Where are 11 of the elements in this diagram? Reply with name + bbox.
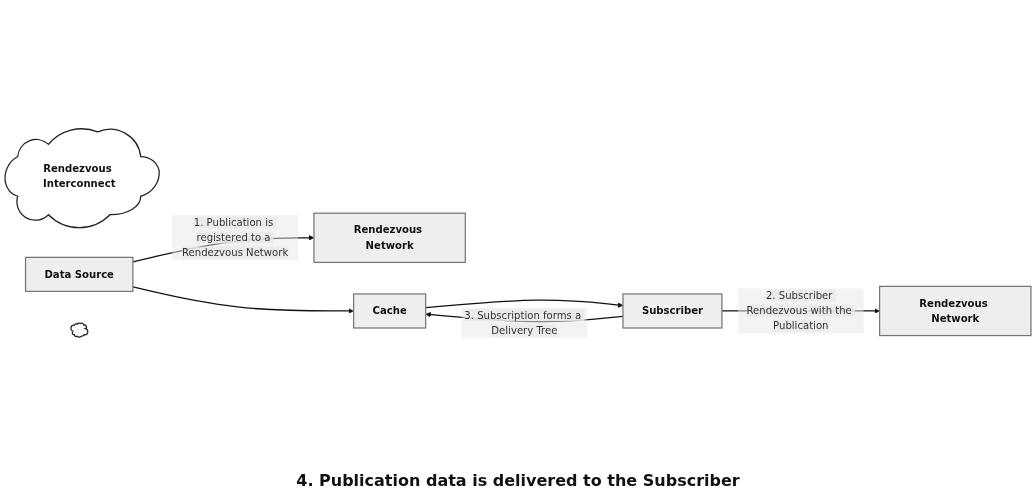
node-box: Cache <box>352 293 427 329</box>
arrow <box>132 286 354 314</box>
node-cloud <box>70 322 89 338</box>
edge-label: 3. Subscription forms a Delivery Tree <box>464 309 582 337</box>
node-box: Data Source <box>24 256 134 293</box>
node-box: Subscriber <box>622 293 723 329</box>
note-text: 4. Publication data is delivered to the Subscriber <box>296 471 740 490</box>
node-box: Rendezvous Network <box>313 212 466 264</box>
edge-label: 1. Publication is registered to a Rendezvous Network <box>182 216 289 259</box>
edge-label: 2. Subscriber Rendezvous with the Publication <box>746 289 852 332</box>
node-box: Rendezvous Network <box>878 285 1032 337</box>
